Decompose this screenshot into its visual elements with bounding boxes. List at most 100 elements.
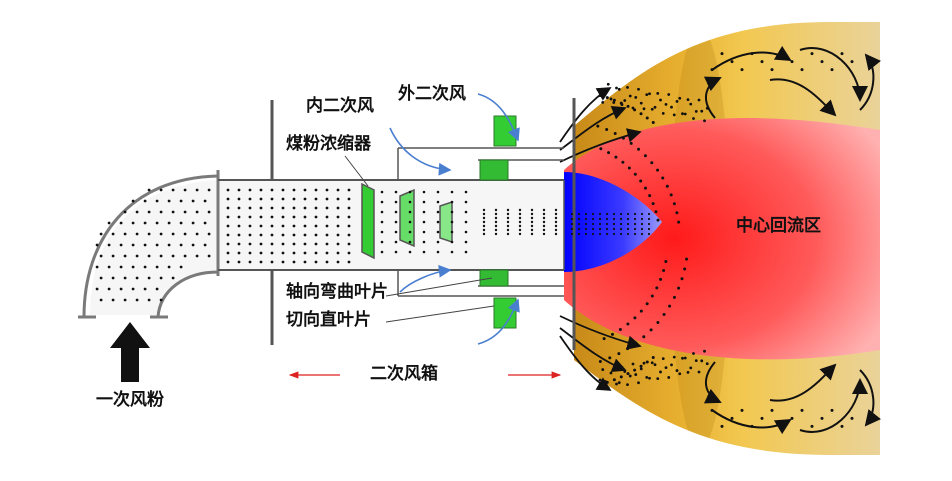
coal-particle-dot <box>686 370 690 374</box>
coal-particle-dot <box>494 212 498 216</box>
coal-particle-dot <box>422 240 426 244</box>
coal-particle-dot <box>830 68 834 72</box>
coal-particle-dot <box>615 382 618 386</box>
coal-particle-dot <box>248 224 252 228</box>
coal-particle-dot <box>612 232 616 236</box>
coal-particle-dot <box>647 232 651 236</box>
coal-particle-dot <box>135 232 139 236</box>
coal-particle-dot <box>380 240 384 244</box>
coal-particle-dot <box>584 222 588 226</box>
coal-particle-dot <box>107 243 111 247</box>
coal-particle-dot <box>292 260 296 264</box>
coal-particle-dot <box>207 188 211 192</box>
coal-particle-dot <box>143 221 147 225</box>
coal-particle-dot <box>325 251 329 255</box>
coal-particle-dot <box>450 210 454 214</box>
coal-particle-dot <box>639 101 643 105</box>
coal-particle-dot <box>633 212 637 216</box>
coal-particle-dot <box>659 370 662 374</box>
coal-particle-dot <box>639 367 643 371</box>
coal-particle-dot <box>336 242 340 246</box>
coal-particle-dot <box>226 251 230 255</box>
coal-particle-dot <box>380 190 384 194</box>
coal-particle-dot <box>651 355 655 359</box>
coal-particle-dot <box>602 337 606 341</box>
coal-particle-dot <box>820 416 824 420</box>
axial-curved-vanes-label: 轴向弯曲叶片 <box>286 282 388 302</box>
coal-particle-dot <box>633 316 637 320</box>
coal-particle-dot <box>281 233 285 237</box>
coal-particle-dot <box>577 212 581 216</box>
coal-particle-dot <box>482 208 486 212</box>
coal-particle-dot <box>207 232 211 236</box>
coal-particle-dot <box>685 257 689 261</box>
coal-particle-dot <box>155 243 159 247</box>
coal-particle-dot <box>347 206 351 210</box>
coal-particle-dot <box>705 106 709 110</box>
coal-particle-dot <box>107 287 111 291</box>
coal-particle-dot <box>605 127 609 131</box>
coal-particle-dot <box>408 250 412 254</box>
coal-particle-dot <box>450 190 454 194</box>
coal-particle-dot <box>292 188 296 192</box>
coal-particle-dot <box>634 96 638 99</box>
coal-particle-dot <box>645 302 649 306</box>
coal-particle-dot <box>422 220 426 224</box>
coal-particle-dot <box>645 375 649 379</box>
tangential-straight-vanes-label: 切向直叶片 <box>286 310 371 330</box>
coal-particle-dot <box>191 221 195 225</box>
coal-particle-dot <box>621 136 625 140</box>
coal-particle-dot <box>672 295 676 299</box>
coal-particle-dot <box>281 215 285 219</box>
coal-particle-dot <box>670 363 673 367</box>
coal-particle-dot <box>619 222 623 226</box>
coal-particle-dot <box>598 212 602 216</box>
coal-particle-dot <box>628 374 632 378</box>
coal-particle-dot <box>612 212 616 216</box>
coal-particle-dot <box>598 378 602 382</box>
coal-particle-dot <box>656 92 660 95</box>
coal-particle-dot <box>171 276 175 280</box>
coal-particle-dot <box>155 221 159 225</box>
coal-particle-dot <box>394 200 398 204</box>
coal-particle-dot <box>612 222 616 226</box>
coal-particle-dot <box>655 286 659 290</box>
coal-particle-dot <box>292 206 296 210</box>
coal-particle-dot <box>347 215 351 219</box>
coal-particle-dot <box>800 68 804 72</box>
coal-particle-dot <box>248 206 252 210</box>
coal-particle-dot <box>248 233 252 237</box>
coal-particle-dot <box>248 260 252 264</box>
coal-particle-dot <box>336 224 340 228</box>
coal-particle-dot <box>183 210 187 214</box>
coal-particle-dot <box>677 220 681 224</box>
coal-particle-dot <box>270 206 274 210</box>
coal-particle-dot <box>640 232 644 236</box>
coal-particle-dot <box>610 332 614 336</box>
coal-particle-dot <box>649 328 653 332</box>
coal-particle-dot <box>703 119 706 123</box>
coal-particle-dot <box>123 254 127 258</box>
coal-particle-dot <box>325 188 329 192</box>
coal-particle-dot <box>347 224 351 228</box>
coal-particle-dot <box>656 320 660 324</box>
coal-particle-dot <box>621 160 625 164</box>
coal-particle-dot <box>672 113 676 117</box>
coal-particle-dot <box>770 408 774 412</box>
coal-particle-dot <box>259 188 263 192</box>
coal-particle-dot <box>612 98 616 102</box>
coal-particle-dot <box>626 85 629 89</box>
primary-air-inlet-arrow <box>110 322 150 382</box>
coal-particle-dot <box>167 265 171 269</box>
coal-particle-dot <box>647 212 651 216</box>
coal-particle-dot <box>131 287 135 291</box>
coal-particle-dot <box>281 251 285 255</box>
coal-particle-dot <box>700 109 704 113</box>
coal-particle-dot <box>710 68 714 72</box>
coal-particle-dot <box>394 190 398 194</box>
coal-particle-dot <box>303 206 307 210</box>
coal-particle-dot <box>654 210 658 214</box>
coal-particle-dot <box>195 210 199 214</box>
coal-particle-dot <box>155 287 159 291</box>
coal-particle-dot <box>623 370 627 373</box>
